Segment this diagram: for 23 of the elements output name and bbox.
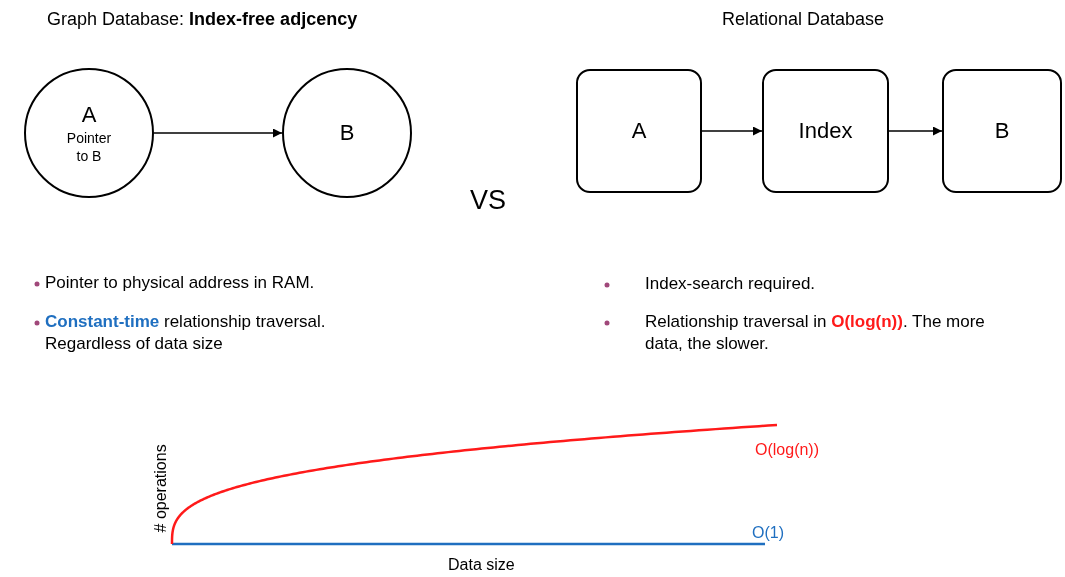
node-label: A	[81, 100, 97, 129]
node-label: B	[339, 118, 355, 147]
bullet-text: Index-search required.	[645, 273, 817, 295]
axis-title: # operations	[150, 443, 170, 535]
bullet-text: Constant-time relationship traversal. Regardless of data size	[45, 311, 327, 356]
node-label: B	[994, 116, 1010, 145]
axis-title: Data size	[448, 555, 515, 575]
arrow	[153, 128, 283, 138]
curve-label: O(log(n))	[755, 440, 819, 460]
arrow	[888, 126, 943, 136]
node-box	[762, 69, 889, 193]
heading: Relational Database	[722, 8, 885, 31]
vs-label: VS	[470, 184, 507, 217]
heading: Graph Database: Index-free adjcency	[47, 8, 358, 31]
bullet-text: Pointer to physical address in RAM.	[45, 272, 316, 294]
node-box	[942, 69, 1062, 193]
arrow	[701, 126, 763, 136]
bullet-text: Relationship traversal in O(log(n)). The more data, the slower.	[645, 311, 986, 356]
node-label: A	[631, 116, 647, 145]
node-box	[576, 69, 702, 193]
node-label: Index	[798, 116, 853, 145]
curve-label: O(1)	[752, 523, 784, 543]
node-note: Pointer to B	[65, 129, 113, 166]
